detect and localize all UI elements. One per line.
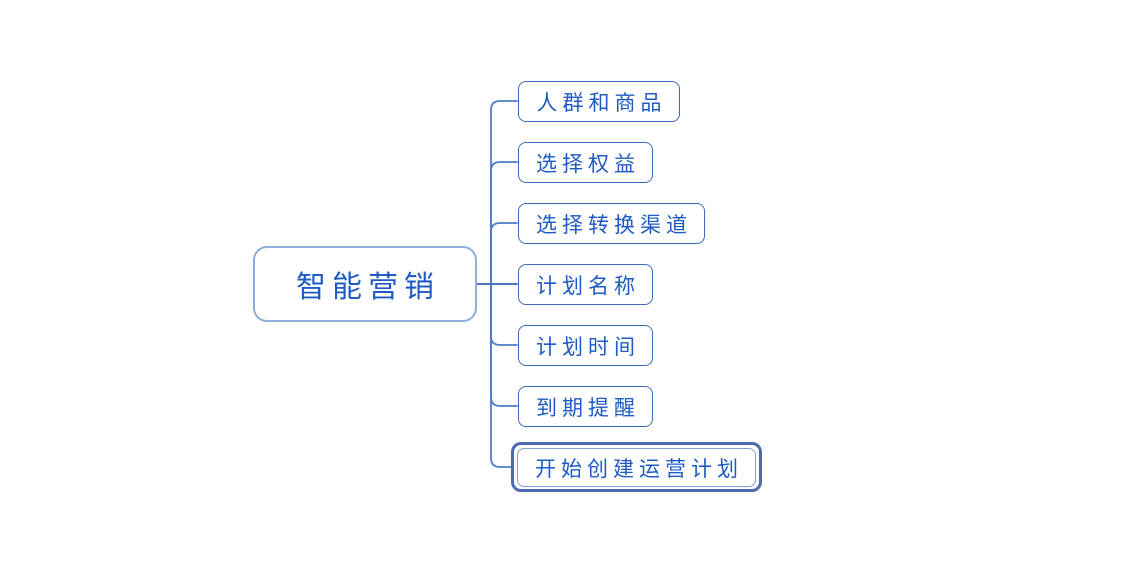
mindmap-node-start-create-operation-plan[interactable]: 开始创建运营计划 [517, 448, 756, 487]
connector-branch-5 [490, 284, 518, 346]
connector-branch-2 [490, 161, 518, 284]
mindmap-node-plan-time[interactable]: 计划时间 [518, 325, 653, 366]
connector-branch-7 [490, 284, 512, 468]
mindmap-node-root[interactable]: 智能营销 [253, 246, 477, 322]
mindmap-node-plan-name[interactable]: 计划名称 [518, 264, 653, 305]
connector-branch-1 [490, 100, 518, 284]
mindmap-node-select-benefits[interactable]: 选择权益 [518, 142, 653, 183]
mindmap-node-crowd-and-products[interactable]: 人群和商品 [518, 81, 680, 122]
selection-ring [511, 442, 762, 492]
mindmap-node-expiry-reminder[interactable]: 到期提醒 [518, 386, 653, 427]
connector-branch-3 [490, 222, 518, 284]
mindmap-node-select-conversion-channel[interactable]: 选择转换渠道 [518, 203, 705, 244]
